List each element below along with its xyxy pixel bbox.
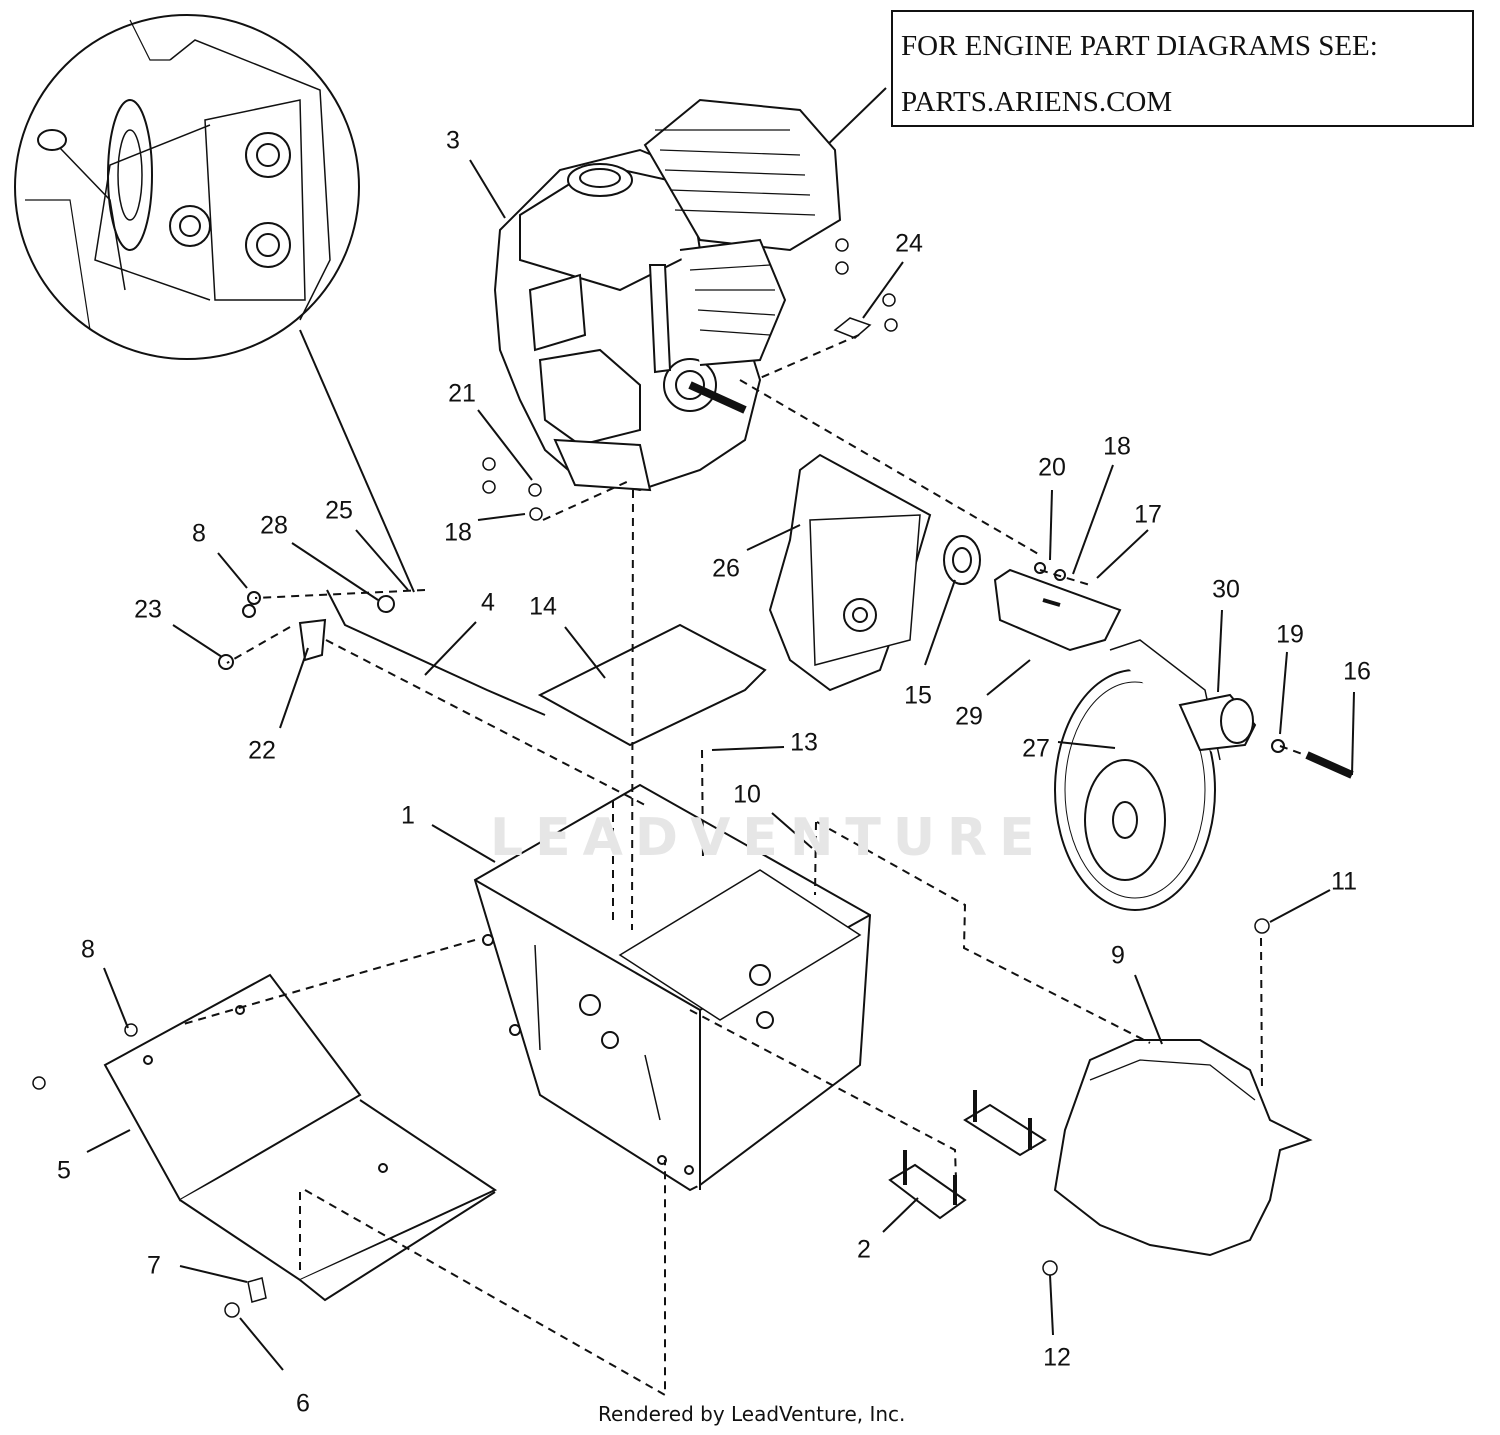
callout-label: 19	[1276, 621, 1304, 649]
callout-label: 28	[260, 512, 288, 540]
callout-label: 8	[192, 520, 206, 548]
callout-label: 24	[895, 230, 923, 258]
callout-label: 11	[1331, 868, 1357, 896]
callout-label: 6	[296, 1390, 310, 1418]
callout-label: 21	[448, 380, 476, 408]
callout-label: 2	[857, 1236, 871, 1264]
pulley-assembly	[768, 453, 1354, 911]
callout-label: 4	[481, 589, 495, 617]
callout-label: 17	[1134, 501, 1162, 529]
leader-lines	[86, 159, 1355, 1371]
callout-label: 18	[1103, 433, 1131, 461]
callout-label: 20	[1038, 454, 1066, 482]
callout-label: 8	[81, 936, 95, 964]
mounting-plates	[888, 1090, 1047, 1220]
note-line-1: FOR ENGINE PART DIAGRAMS SEE:	[901, 30, 1378, 62]
pan-hardware	[32, 1023, 267, 1318]
callout-label: 3	[446, 127, 460, 155]
callout-label: 26	[712, 555, 740, 583]
callout-label: 13	[790, 729, 818, 757]
cover-hardware	[1042, 918, 1270, 1276]
bottom-pan	[103, 973, 498, 1302]
engine-note-box: FOR ENGINE PART DIAGRAMS SEE: PARTS.ARIE…	[891, 10, 1474, 127]
callout-label: 14	[529, 593, 557, 621]
detail-inset	[14, 14, 360, 360]
footer-credit: Rendered by LeadVenture, Inc.	[598, 1402, 906, 1426]
callout-label: 16	[1343, 658, 1371, 686]
callout-label: 12	[1043, 1344, 1071, 1372]
watermark-text: LEADVENTURE	[490, 808, 1047, 868]
callout-label: 1	[401, 802, 415, 830]
callout-label: 9	[1111, 942, 1125, 970]
callout-label: 10	[733, 781, 761, 809]
callout-label: 7	[147, 1252, 161, 1280]
callout-label: 30	[1212, 576, 1240, 604]
callout-label: 25	[325, 497, 353, 525]
callout-label: 27	[1022, 735, 1050, 763]
callout-label: 5	[57, 1157, 71, 1185]
callout-label: 18	[444, 519, 472, 547]
callout-label: 29	[955, 703, 983, 731]
belt-cover-9	[1053, 1039, 1313, 1257]
inset-leader	[299, 329, 415, 593]
callout-label: 15	[904, 682, 932, 710]
note-line-2: PARTS.ARIENS.COM	[901, 86, 1173, 118]
callout-label: 22	[248, 737, 276, 765]
cable-assembly	[218, 589, 546, 716]
engine-hardware	[482, 238, 898, 521]
plate-14	[537, 623, 767, 747]
assembly-lines	[179, 334, 1306, 1397]
frame-housing	[473, 783, 872, 1192]
engine	[493, 98, 842, 492]
callout-label: 23	[134, 596, 162, 624]
